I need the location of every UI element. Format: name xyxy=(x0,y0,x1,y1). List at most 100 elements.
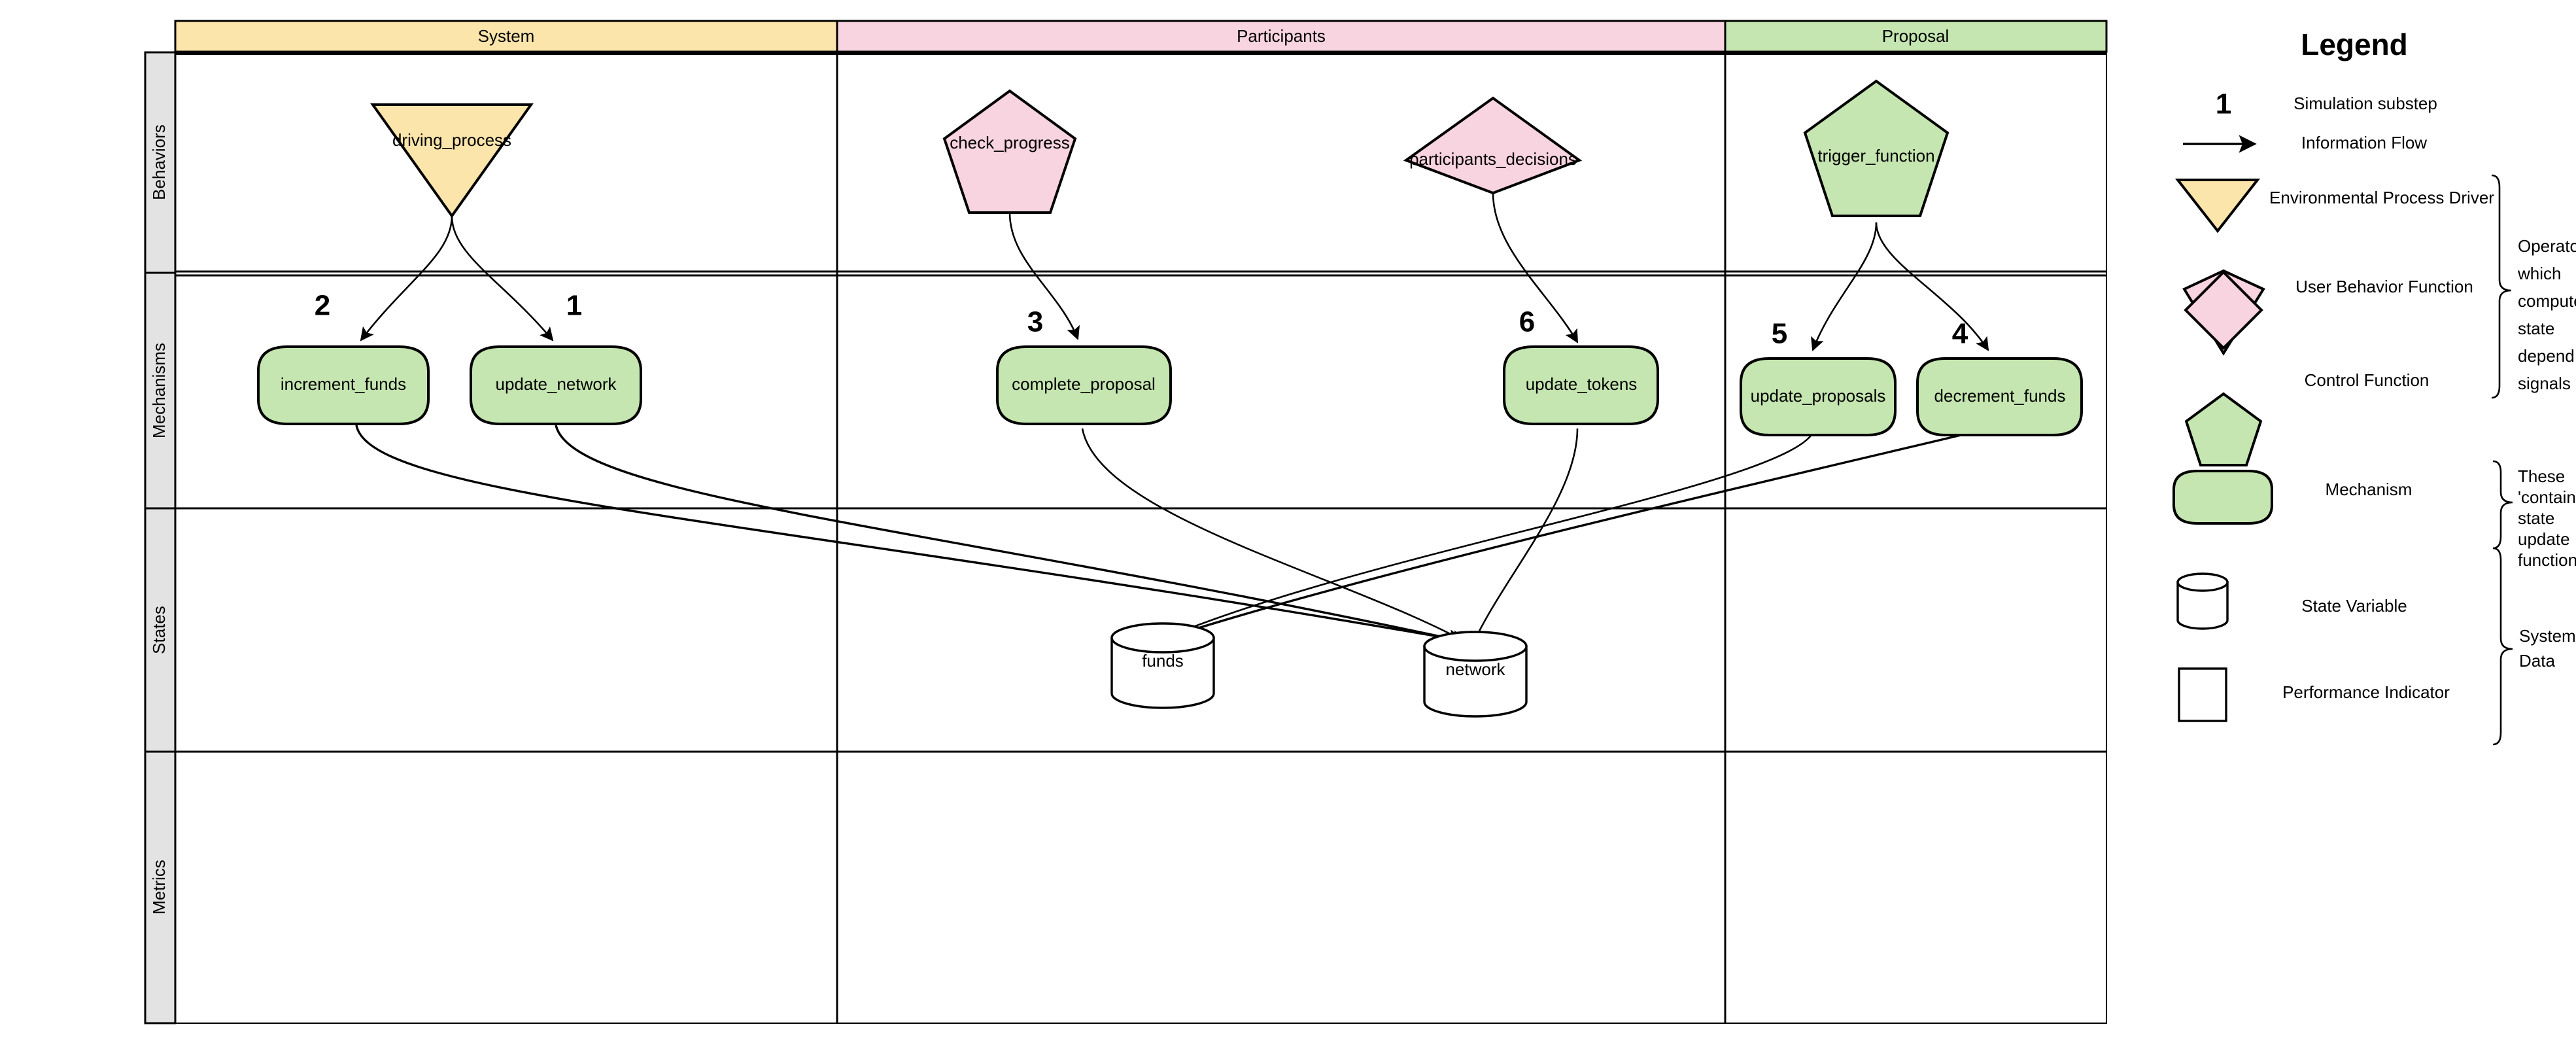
cylinder-icon-top xyxy=(2176,572,2229,592)
legend: Legend 1 Simulation substep Information … xyxy=(2172,27,2576,746)
node-update-proposals-label: update_proposals xyxy=(1751,386,1886,406)
row-header-metrics: Metrics xyxy=(144,750,177,1024)
legend-item-user-behavior-function-label: User Behavior Function xyxy=(2295,277,2473,296)
grid-lines xyxy=(175,52,2107,1024)
edge-check-progress-to-complete-proposal xyxy=(1008,212,1080,340)
brace-note-contain-line-3: update xyxy=(2518,529,2570,549)
brace-note-contain-line-4: functions xyxy=(2518,550,2576,570)
node-funds[interactable]: funds xyxy=(1110,622,1215,709)
node-network-label: network xyxy=(1445,659,1505,679)
legend-item-simulation-substep: 1 Simulation substep xyxy=(2216,88,2437,120)
brace-note-operators-line-0: Operato xyxy=(2518,236,2576,256)
edge-update-proposals-to-funds xyxy=(1159,428,1816,642)
edge-increment-funds-to-network xyxy=(355,425,1467,648)
rectangle-icon xyxy=(2178,667,2227,722)
edge-decrement-funds-to-funds xyxy=(1156,427,1989,645)
node-funds-label: funds xyxy=(1142,651,1184,671)
column-header-participants-label: Participants xyxy=(1237,26,1326,46)
brace-note-operators-line-3: state xyxy=(2518,319,2554,338)
legend-item-mechanism: Mechanism xyxy=(2172,470,2413,525)
substep-number-update-proposals: 5 xyxy=(1772,318,1787,350)
node-network[interactable]: network xyxy=(1423,631,1528,718)
node-trigger-function[interactable]: trigger_function xyxy=(1803,79,1949,217)
brace-note-contain-line-1: 'contain' xyxy=(2518,487,2576,507)
node-complete-proposal-label: complete_proposal xyxy=(1012,374,1156,394)
brace-note-contain-line-0: These xyxy=(2518,466,2565,486)
legend-brace-contain: These 'contain' state update functions xyxy=(2492,460,2576,570)
legend-item-information-flow: Information Flow xyxy=(2183,133,2427,153)
curly-brace-icon xyxy=(2492,460,2513,550)
brace-note-operators-line-2: compute xyxy=(2518,291,2576,311)
edge-driving-process-to-increment-funds xyxy=(360,215,453,341)
node-update-tokens-label: update_tokens xyxy=(1526,374,1638,394)
node-increment-funds[interactable]: increment_funds 2 xyxy=(257,290,430,425)
edges-behaviors-to-mechanisms xyxy=(360,192,1989,351)
inverted-triangle-icon xyxy=(2174,179,2261,234)
edge-update-network-to-network xyxy=(555,425,1470,648)
edges-mechanisms-to-states xyxy=(355,425,1989,648)
legend-brace-operators: Operato which compute state depend signa… xyxy=(2491,174,2576,399)
row-header-states: States xyxy=(144,507,177,753)
legend-item-simulation-substep-label: Simulation substep xyxy=(2293,94,2437,113)
legend-item-performance-indicator-label: Performance Indicator xyxy=(2282,682,2450,702)
node-update-network[interactable]: update_network 1 xyxy=(470,290,642,425)
node-check-progress-label: check_progress xyxy=(950,133,1070,152)
curly-brace-icon xyxy=(2492,547,2513,746)
node-driving-process-label: driving_process xyxy=(392,130,511,150)
node-check-progress[interactable]: check_progress xyxy=(942,89,1077,214)
legend-item-environmental-process-driver: Environmental Process Driver xyxy=(2174,179,2494,234)
pentagon-icon xyxy=(2184,392,2263,466)
node-participants-decisions-label: participants_decisions xyxy=(1409,149,1577,169)
row-header-mechanisms-label: Mechanisms xyxy=(149,343,169,438)
row-header-behaviors-label: Behaviors xyxy=(149,124,169,200)
node-trigger-function-label: trigger_function xyxy=(1817,146,1934,166)
curly-brace-icon xyxy=(2491,174,2512,399)
node-participants-decisions[interactable]: participants_decisions xyxy=(1403,96,1583,195)
edge-driving-process-to-update-network xyxy=(451,215,554,341)
row-header-behaviors: Behaviors xyxy=(144,51,177,274)
legend-substep-number: 1 xyxy=(2216,88,2231,120)
node-decrement-funds[interactable]: decrement_funds 4 xyxy=(1916,318,2083,436)
brace-note-operators-line-1: which xyxy=(2517,264,2561,283)
legend-item-state-variable-label: State Variable xyxy=(2301,596,2407,616)
legend-title: Legend xyxy=(2301,27,2408,61)
legend-brace-system-data: System Data xyxy=(2492,547,2576,746)
cylinder-icon xyxy=(2176,581,2229,630)
legend-item-information-flow-label: Information Flow xyxy=(2301,133,2427,152)
edge-trigger-function-to-decrement-funds xyxy=(1875,222,1989,351)
node-driving-process[interactable]: driving_process xyxy=(370,103,534,219)
mechanism-icon xyxy=(2172,470,2273,525)
brace-note-system-data-line-0: System xyxy=(2519,626,2576,646)
diamond-icon-body xyxy=(2184,270,2263,350)
node-increment-funds-label: increment_funds xyxy=(281,374,406,394)
column-headers: System Participants Proposal xyxy=(174,20,2108,53)
row-header-metrics-label: Metrics xyxy=(149,860,169,915)
brace-note-contain-line-2: state xyxy=(2518,508,2554,528)
brace-note-operators-line-5: signals xyxy=(2518,374,2571,393)
column-header-proposal-label: Proposal xyxy=(1882,26,1949,46)
column-header-system: System xyxy=(174,20,838,53)
edge-complete-proposal-to-network xyxy=(1081,428,1471,646)
node-update-proposals[interactable]: update_proposals 5 xyxy=(1740,318,1897,436)
node-complete-proposal[interactable]: complete_proposal 3 xyxy=(996,306,1172,425)
column-header-proposal: Proposal xyxy=(1724,20,2108,53)
legend-item-user-behavior-function: User Behavior Function xyxy=(2182,269,2473,356)
edge-trigger-function-to-update-proposals xyxy=(1811,222,1878,351)
row-header-mechanisms: Mechanisms xyxy=(144,271,177,510)
substep-number-complete-proposal: 3 xyxy=(1027,306,1043,338)
legend-item-control-function: Control Function xyxy=(2184,370,2429,466)
node-update-tokens[interactable]: update_tokens 6 xyxy=(1503,306,1659,425)
legend-item-mechanism-label: Mechanism xyxy=(2326,480,2413,499)
legend-item-environmental-process-driver-label: Environmental Process Driver xyxy=(2269,188,2494,207)
legend-item-state-variable: State Variable xyxy=(2176,572,2407,630)
legend-item-performance-indicator: Performance Indicator xyxy=(2178,667,2450,722)
edge-update-tokens-to-network xyxy=(1471,428,1579,646)
column-header-participants: Participants xyxy=(836,20,1726,53)
row-header-states-label: States xyxy=(149,606,169,654)
behavior-nodes: driving_process check_progress participa… xyxy=(370,79,1949,219)
brace-note-operators-line-4: depend xyxy=(2518,346,2575,366)
substep-number-decrement-funds: 4 xyxy=(1952,318,1968,350)
edge-participants-decisions-to-update-tokens xyxy=(1492,192,1579,343)
substep-number-update-tokens: 6 xyxy=(1519,306,1535,338)
